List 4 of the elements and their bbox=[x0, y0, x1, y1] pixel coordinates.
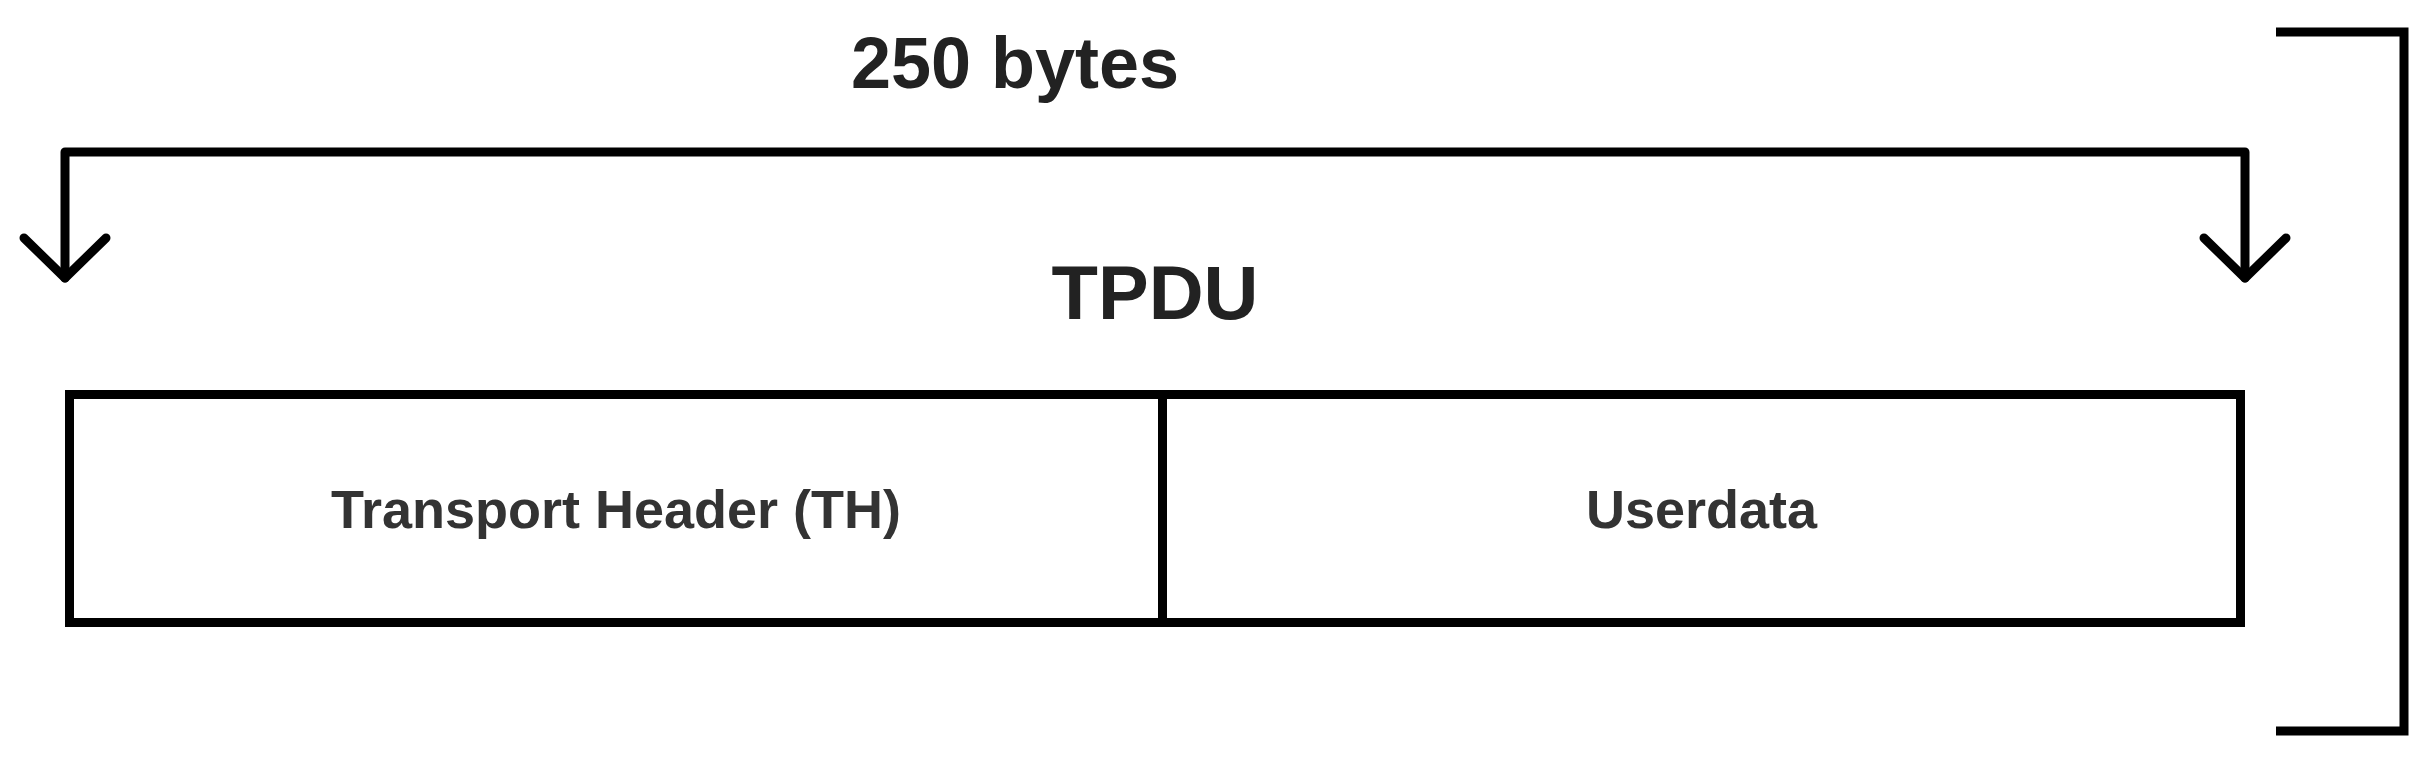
dimension-label: 250 bytes bbox=[849, 22, 1181, 104]
field-label: Userdata bbox=[1585, 477, 1818, 540]
field-label: Transport Header (TH) bbox=[330, 477, 902, 540]
frame-heading: TPDU bbox=[1050, 249, 1260, 336]
